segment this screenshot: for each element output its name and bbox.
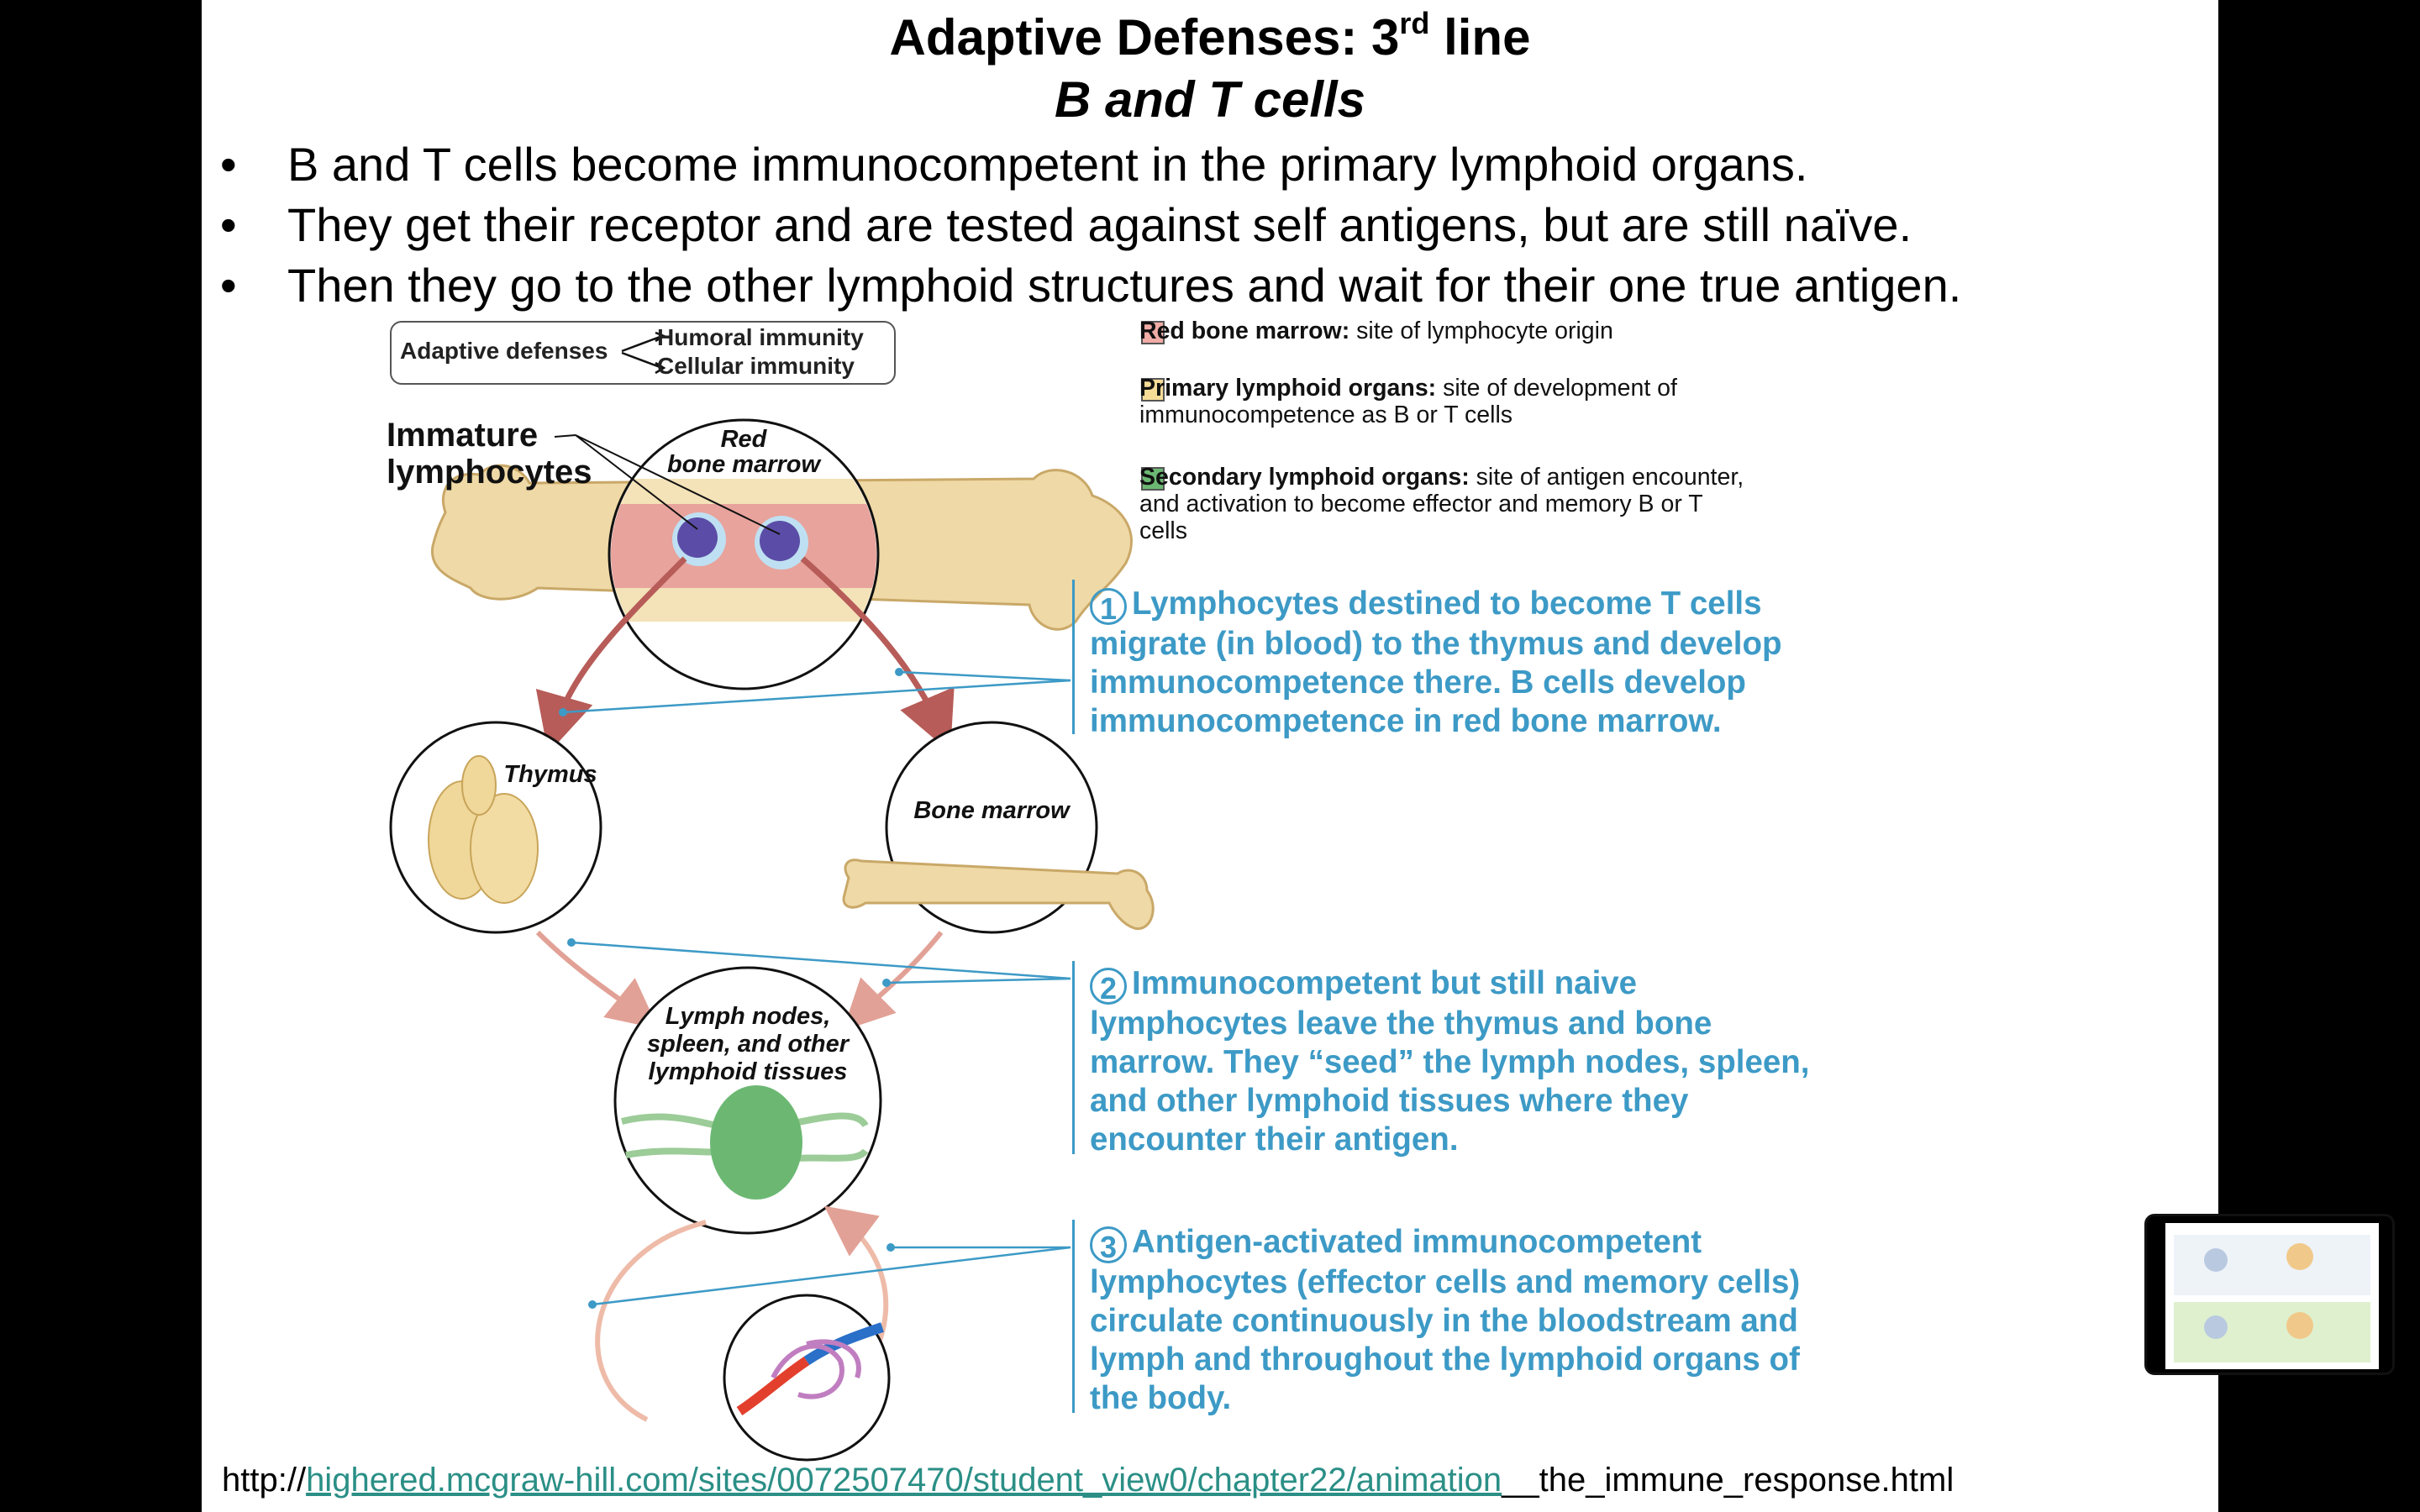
slide: Adaptive Defenses: 3rd line B and T cell… xyxy=(202,0,2218,1512)
immature-lymphocyte-cell xyxy=(755,516,808,570)
bullet-dot: • xyxy=(220,138,237,191)
step-number-badge: 2 xyxy=(1090,968,1127,1005)
slide-subtitle: B and T cells xyxy=(1054,71,1366,128)
step-number-badge: 3 xyxy=(1090,1226,1127,1264)
bullet-list: •B and T cells become immunocompetent in… xyxy=(220,134,1961,316)
thymus-circle xyxy=(389,721,602,934)
annotation-leader-dots xyxy=(559,668,903,1309)
adaptive-defenses-pill: Adaptive defenses Humoral immunity Cellu… xyxy=(390,321,896,385)
lymph-nodes-label: Lymph nodes, spleen, and other lymphoid … xyxy=(646,1003,850,1085)
thumbnail-artwork xyxy=(2174,1235,2370,1362)
small-bone-illustration xyxy=(842,858,1155,930)
immature-lymphocytes-label: Immature lymphocytes xyxy=(387,417,592,491)
legend-swatch-red-marrow xyxy=(1141,321,1165,344)
thymus-label: Thymus xyxy=(503,761,597,788)
bullet-item: •They get their receptor and are tested … xyxy=(220,195,1961,255)
bone-marrow-label: Bone marrow xyxy=(913,797,1070,824)
thumbnail-content xyxy=(2165,1223,2379,1369)
lymph-node-illustration xyxy=(621,1085,869,1200)
thymus-illustration xyxy=(428,755,539,904)
pill-label: Adaptive defenses xyxy=(400,338,608,364)
capillary-network-illustration xyxy=(736,1322,884,1415)
red-bone-marrow-label: Red bone marrow xyxy=(666,426,821,478)
lymph-node-circle xyxy=(613,966,882,1235)
step-3-bar xyxy=(1072,1220,1075,1413)
slide-thumbnail-preview[interactable] xyxy=(2144,1214,2395,1375)
bullet-dot: • xyxy=(220,259,237,312)
arrow-thymus-to-lymph xyxy=(535,930,659,1029)
legend-secondary-lymphoid: Secondary lymphoid organs: site of antig… xyxy=(1139,464,1744,544)
pill-branch-arrows xyxy=(621,331,666,375)
source-link[interactable]: highered.mcgraw-hill.com/sites/007250747… xyxy=(306,1462,1502,1499)
bullet-item: •B and T cells become immunocompetent in… xyxy=(220,134,1961,195)
step-number-badge: 1 xyxy=(1090,588,1127,626)
immature-lymphocyte-cell xyxy=(672,512,726,566)
circulation-loop xyxy=(595,1220,707,1422)
annotation-leader-lines xyxy=(562,670,1071,1306)
bone-marrow-circle xyxy=(842,721,1155,934)
red-bone-marrow-circle xyxy=(554,418,880,690)
arrow-to-bone-marrow xyxy=(800,556,955,753)
step-1-bar xyxy=(1072,580,1075,734)
pill-humoral: Humoral immunity xyxy=(657,324,864,350)
slide-title: Adaptive Defenses: 3rd line xyxy=(889,6,1531,66)
bullet-dot: • xyxy=(220,198,237,251)
capillary-bed-circle xyxy=(723,1294,891,1462)
step-2-bar xyxy=(1072,961,1075,1154)
lymphocyte-pathway-figure xyxy=(389,331,1155,1462)
legend-swatch-secondary xyxy=(1141,467,1165,491)
legend-red-marrow: Red bone marrow: site of lymphocyte orig… xyxy=(1139,318,1613,344)
bullet-item: •Then they go to the other lymphoid stru… xyxy=(220,255,1961,316)
source-url: http://highered.mcgraw-hill.com/sites/00… xyxy=(222,1462,1954,1499)
legend-primary-lymphoid: Primary lymphoid organs: site of develop… xyxy=(1139,375,1677,428)
pill-cellular: Cellular immunity xyxy=(657,353,855,379)
legend-swatch-primary xyxy=(1141,378,1165,402)
arrow-marrow-to-lymph xyxy=(843,931,944,1031)
